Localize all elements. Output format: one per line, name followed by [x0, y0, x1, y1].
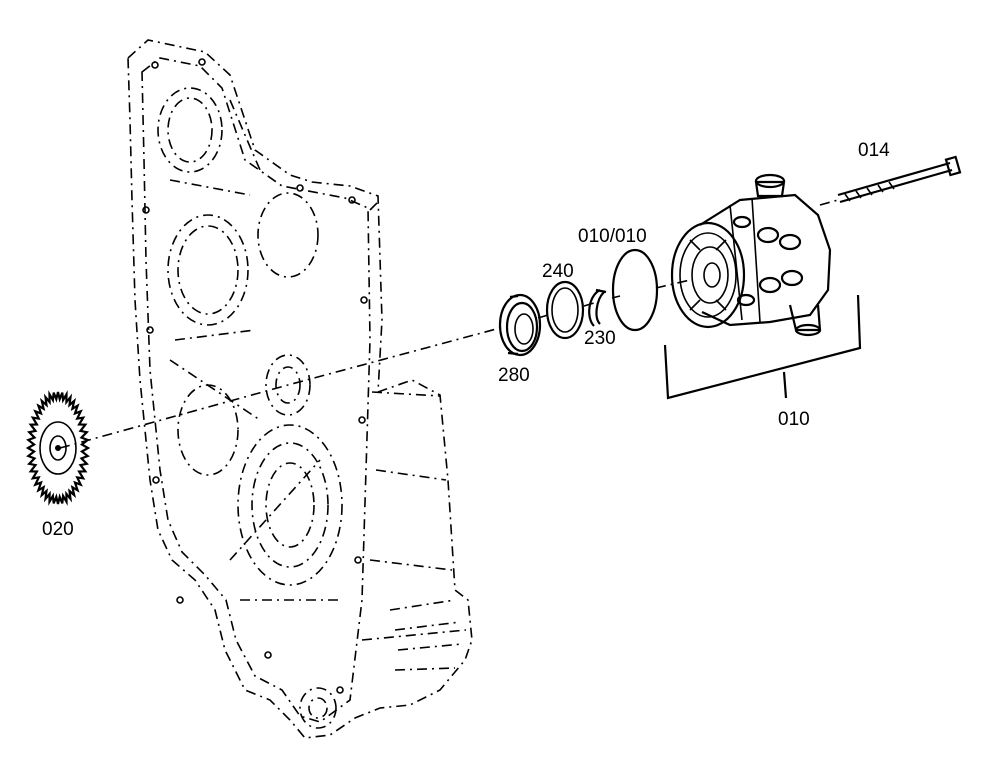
seal-280	[498, 293, 542, 357]
o-ring-010-010	[611, 248, 659, 332]
pump-assembly	[670, 173, 832, 337]
label-230: 230	[584, 328, 616, 349]
circlip-230	[588, 288, 607, 327]
ring-240	[545, 280, 585, 340]
label-240: 240	[542, 261, 574, 282]
label-010-010: 010/010	[578, 226, 647, 247]
center-line	[59, 279, 691, 449]
bolt-center-line	[819, 199, 839, 206]
label-014: 014	[858, 140, 890, 161]
label-010: 010	[778, 409, 810, 430]
gear-020	[25, 390, 91, 506]
label-280: 280	[498, 365, 530, 386]
label-020: 020	[42, 519, 74, 540]
assembly-bracket	[663, 294, 862, 400]
bolt-014	[837, 155, 962, 204]
transmission-housing	[127, 39, 473, 739]
